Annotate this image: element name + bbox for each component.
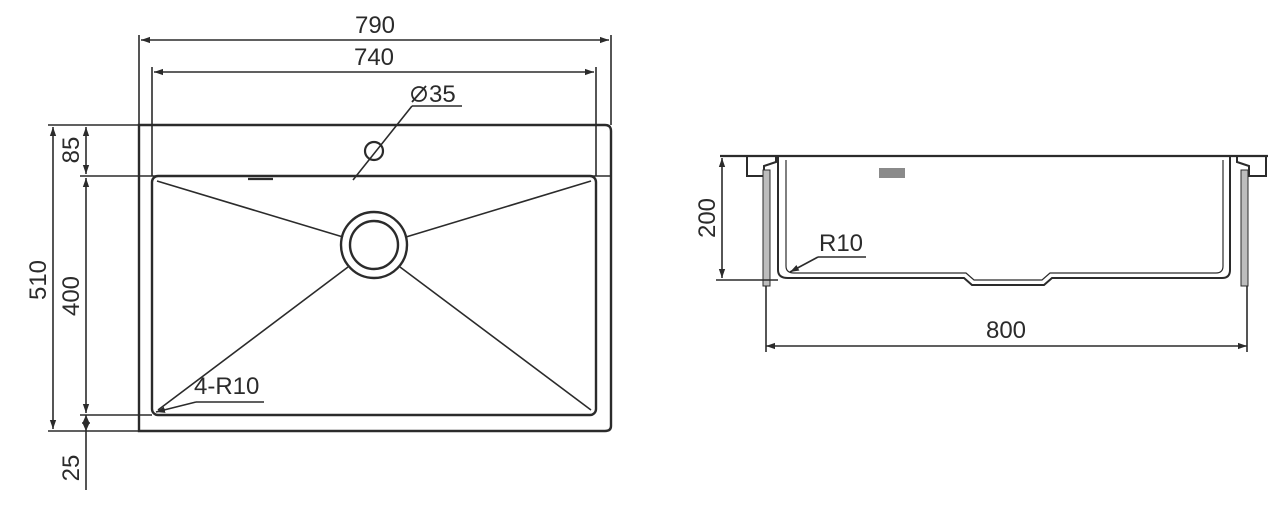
slope-line-top-left	[156, 180, 344, 238]
overall-depth-label: 510	[25, 260, 52, 300]
front-margin-arrow-bottom	[82, 422, 90, 431]
sink-outer-outline	[137, 123, 613, 433]
section-height-label: 200	[694, 198, 721, 238]
brand-plate	[879, 168, 905, 178]
diameter-symbol-icon	[411, 85, 427, 103]
bowl-wall-inner	[785, 160, 1224, 281]
section-length-label: 800	[986, 317, 1026, 344]
drain-outer-ring	[339, 210, 409, 280]
left-flange	[746, 155, 777, 177]
slope-line-top-right	[405, 180, 592, 238]
inner-bowl-outline	[150, 174, 598, 417]
section-radius-leader-diagonal	[789, 256, 819, 273]
drain-inner-ring	[348, 219, 400, 271]
front-margin-arrow-top	[82, 415, 90, 424]
section-radius-label: R10	[819, 230, 863, 257]
plan-view: 35 790 740 510 85 400 25 4-R10	[25, 12, 613, 490]
bowl-wall-outer	[777, 156, 1231, 286]
right-mounting-bracket	[1240, 169, 1249, 287]
right-flange	[1236, 155, 1267, 177]
front-margin-label: 25	[58, 455, 85, 482]
section-view: 200 R10 800	[694, 154, 1268, 352]
bowl-depth-label: 400	[58, 276, 85, 316]
left-mounting-bracket	[762, 169, 771, 287]
overall-width-label: 790	[355, 12, 395, 39]
slope-line-bottom-right	[399, 266, 592, 411]
tap-hole-leader	[352, 105, 413, 181]
inner-width-label: 740	[354, 44, 394, 71]
tap-hole	[363, 140, 385, 162]
corner-radius-label: 4-R10	[194, 373, 259, 400]
tap-hole-diameter-label: 35	[429, 81, 456, 108]
ledge-depth-label: 85	[58, 137, 85, 164]
corner-radius-leader-diagonal	[155, 401, 197, 413]
slope-line-bottom-left	[157, 266, 349, 411]
